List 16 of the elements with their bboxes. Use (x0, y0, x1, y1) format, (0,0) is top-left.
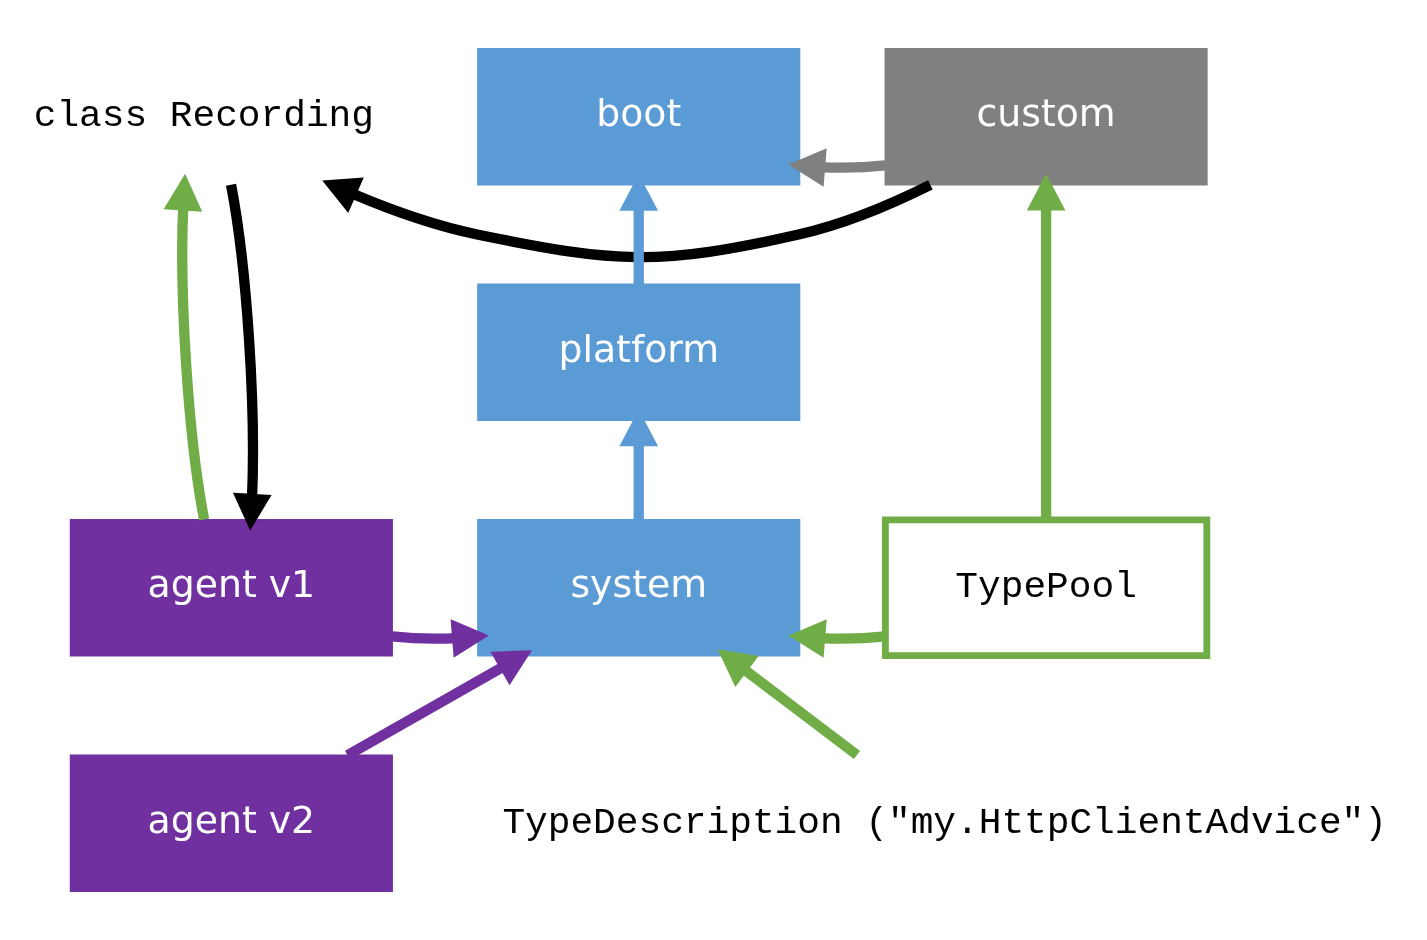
arrow (1026, 173, 1066, 520)
node-box: boot (477, 48, 801, 186)
node-box: TypePool (881, 516, 1211, 660)
arrow (391, 619, 489, 658)
node-text: class Recording (33, 95, 374, 138)
node-box: agent v2 (69, 754, 393, 892)
node-box: agent v1 (69, 519, 393, 657)
arrow (322, 177, 933, 263)
arrow (163, 173, 210, 521)
node-box: custom (884, 48, 1208, 186)
arrow (225, 183, 272, 531)
arrow (717, 649, 861, 760)
node-box: system (477, 519, 801, 657)
node-text: TypeDescription ("my.HttpClientAdvice") (502, 801, 1387, 844)
arrow (788, 148, 886, 187)
node-box: platform (477, 283, 801, 421)
